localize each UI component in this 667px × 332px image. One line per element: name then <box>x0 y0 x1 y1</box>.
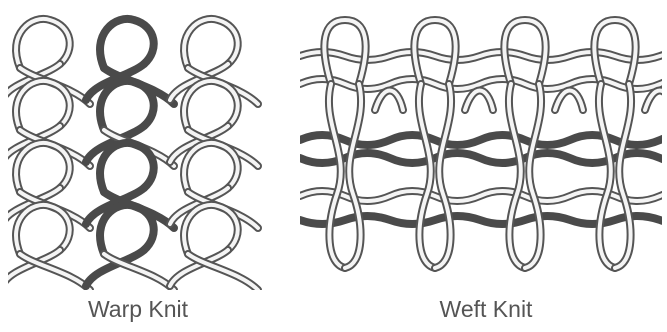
warp-overlap <box>20 254 90 290</box>
weft-knit-drawing <box>300 14 662 276</box>
weft-knit-label: Weft Knit <box>440 296 533 323</box>
weft-loop-leg <box>329 84 345 268</box>
weft-course-yarn <box>300 52 662 60</box>
weft-loop-leg <box>435 84 451 268</box>
weft-loop-leg <box>345 84 361 268</box>
weft-loop-leg <box>615 84 631 268</box>
weft-side-loop <box>645 91 662 111</box>
warp-knit-illustration <box>8 8 266 290</box>
weft-loop-leg <box>509 84 525 268</box>
weft-loop-leg <box>599 84 615 268</box>
weft-side-loop <box>555 91 583 111</box>
weft-course-yarn <box>300 216 662 224</box>
warp-knit-drawing <box>8 8 266 290</box>
weft-loop-leg <box>419 84 435 268</box>
warp-knit-label: Warp Knit <box>88 296 188 323</box>
weft-side-loop <box>465 91 493 111</box>
weft-loop-leg <box>525 84 541 268</box>
warp-overlap <box>188 254 258 290</box>
weft-side-loop <box>375 91 403 111</box>
weft-knit-illustration <box>300 14 662 276</box>
warp-overlap <box>104 254 174 290</box>
